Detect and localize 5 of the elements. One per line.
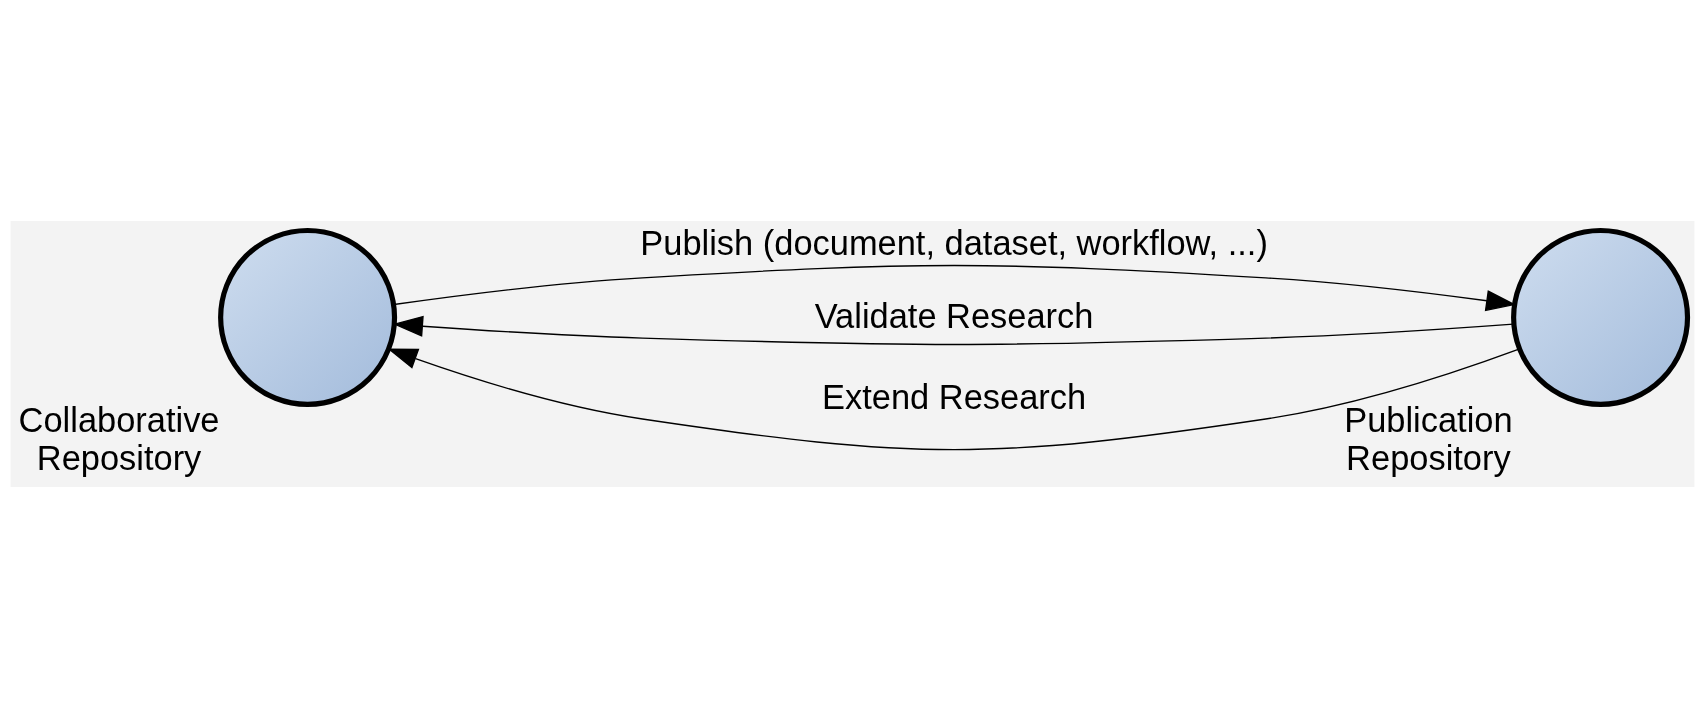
node-label: Collaborative Repository <box>18 400 220 477</box>
node-label: Publication Repository <box>1344 400 1513 477</box>
edge-label: Validate Research <box>814 296 1094 335</box>
edge-label: Extend Research <box>822 377 1087 416</box>
edge-label: Publish (document, dataset, workflow, ...) <box>640 224 1268 263</box>
